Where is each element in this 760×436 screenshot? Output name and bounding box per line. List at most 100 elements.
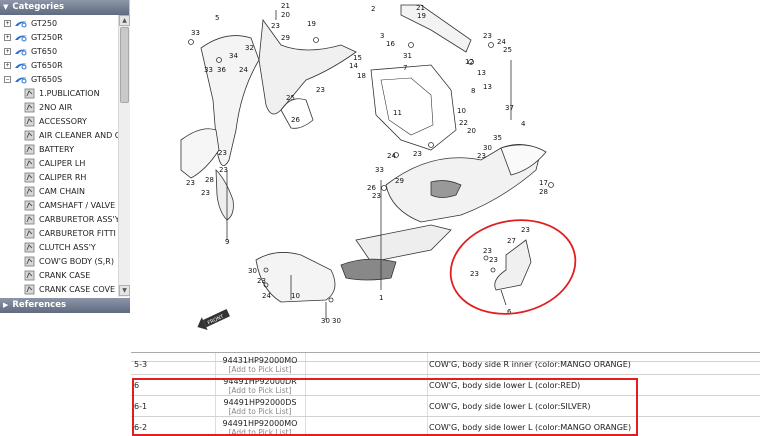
diagram-callout: 18	[357, 72, 366, 80]
diagram-callout: 21	[281, 2, 290, 10]
diagram-callout: 13	[477, 69, 486, 77]
diagram-part-outline	[355, 224, 452, 263]
expand-plus-icon[interactable]: +	[4, 34, 11, 41]
diagram-callout: 24	[239, 66, 248, 74]
part-icon	[24, 158, 35, 169]
expand-arrow-icon[interactable]: ▶	[3, 301, 9, 309]
tree-subitem-label[interactable]: CRANK CASE	[39, 271, 91, 280]
tree-subitem[interactable]: CAMSHAFT / VALVE	[24, 199, 115, 212]
categories-header[interactable]: ▼ Categories	[0, 0, 129, 15]
bolt-marker	[188, 39, 194, 45]
part-icon	[24, 144, 35, 155]
tree-subitem-label[interactable]: 2NO AIR	[39, 103, 73, 112]
tree-subitem[interactable]: 1.PUBLICATION	[24, 87, 100, 100]
references-title: References	[12, 300, 67, 310]
ref-cell: 6-1	[134, 402, 148, 411]
tree-model-gt250[interactable]: + GT250	[0, 17, 57, 30]
add-to-pick-list-link[interactable]: [Add to Pick List]	[228, 386, 292, 395]
part-icon	[24, 102, 35, 113]
diagram-callout: 3	[380, 32, 384, 40]
diagram-callout: 23	[271, 22, 280, 30]
tree-subitem[interactable]: CARBURETOR ASS'Y	[24, 213, 118, 226]
add-to-pick-list-link[interactable]: [Add to Pick List]	[228, 428, 292, 436]
tree-subitem[interactable]: 2NO AIR	[24, 101, 72, 114]
tree-subitem-label[interactable]: COW'G BODY (S,R)	[39, 257, 114, 266]
tree-model-label[interactable]: GT650S	[31, 75, 63, 84]
diagram-callout: 14	[349, 62, 358, 70]
diagram-callout: 29	[395, 177, 404, 185]
leader-line	[500, 289, 507, 306]
scroll-down-icon[interactable]: ▼	[119, 285, 130, 296]
diagram-callout: 21	[416, 4, 425, 12]
tree-subitem-label[interactable]: CAMSHAFT / VALVE	[39, 201, 116, 210]
diagram-callout: 7	[403, 64, 407, 72]
tree-subitem-label[interactable]: CARBURETOR FITTI	[39, 229, 116, 238]
exploded-view-drawing: 5 21 20 23 19 29 33 34 32 33 36 24 23 25…	[180, 2, 577, 330]
diagram-callout: 22	[459, 119, 468, 127]
ref-cell: 6	[134, 381, 140, 390]
collapse-minus-icon[interactable]: −	[4, 76, 11, 83]
tree-model-label[interactable]: GT650R	[31, 61, 63, 70]
diagram-callout: 1	[379, 294, 383, 302]
tree-subitem[interactable]: CALIPER LH	[24, 157, 85, 170]
description-cell: COW'G, body side lower L (color:MANGO OR…	[429, 423, 632, 432]
part-icon	[24, 88, 35, 99]
description-cell: COW'G, body side R inner (color:MANGO OR…	[429, 360, 631, 369]
tree-subitem-label[interactable]: CARBURETOR ASS'Y	[39, 215, 118, 224]
tree-subitem[interactable]: AIR CLEANER AND C	[24, 129, 118, 142]
tree-subitem[interactable]: ACCESSORY	[24, 115, 87, 128]
expand-plus-icon[interactable]: +	[4, 48, 11, 55]
collapse-arrow-icon[interactable]: ▼	[3, 3, 9, 11]
tree-model-label[interactable]: GT650	[31, 47, 58, 56]
expand-plus-icon[interactable]: +	[4, 20, 11, 27]
tree-model-gt650r[interactable]: + GT650R	[0, 59, 63, 72]
tree-subitem-label[interactable]: CAM CHAIN	[39, 187, 85, 196]
tree-model-gt650s[interactable]: − GT650S	[0, 73, 62, 86]
tree-subitem[interactable]: CRANK CASE	[24, 269, 90, 282]
tree-subitem[interactable]: CLUTCH ASS'Y	[24, 241, 96, 254]
diagram-callout: 23	[483, 32, 492, 40]
tree-subitem-label[interactable]: CALIPER RH	[39, 173, 87, 182]
tree-subitem[interactable]: CRANK CASE COVE	[24, 283, 115, 296]
tree-subitem-label[interactable]: ACCESSORY	[39, 117, 87, 126]
diagram-callout: 34	[229, 52, 238, 60]
tree-subitem[interactable]: CAM CHAIN	[24, 185, 85, 198]
part-icon	[24, 172, 35, 183]
scroll-up-icon[interactable]: ▲	[119, 15, 130, 26]
diagram-part-outline	[215, 168, 234, 221]
part-icon	[24, 270, 35, 281]
sidebar-scrollbar[interactable]: ▲ ▼	[118, 15, 130, 297]
tree-subitem-label[interactable]: BATTERY	[39, 145, 74, 154]
tree-model-label[interactable]: GT250R	[31, 33, 63, 42]
add-to-pick-list-link[interactable]: [Add to Pick List]	[228, 365, 292, 374]
tree-subitem-label[interactable]: 1.PUBLICATION	[39, 89, 100, 98]
tree-model-gt650[interactable]: + GT650	[0, 45, 57, 58]
diagram-callout: 12	[465, 58, 474, 66]
scrollbar-thumb[interactable]	[120, 27, 129, 103]
diagram-callout: 2	[371, 5, 375, 13]
diagram-callout: 23	[477, 152, 486, 160]
diagram-callout: 9	[225, 238, 229, 246]
expand-plus-icon[interactable]: +	[4, 62, 11, 69]
diagram-callout: 23	[372, 192, 381, 200]
tree-model-label[interactable]: GT250	[31, 19, 58, 28]
tree-subitem[interactable]: CALIPER RH	[24, 171, 86, 184]
tree-subitem[interactable]: CARBURETOR FITTI	[24, 227, 116, 240]
categories-title: Categories	[12, 2, 65, 12]
tree-model-gt250r[interactable]: + GT250R	[0, 31, 63, 44]
tree-subitem[interactable]: COW'G BODY (S,R)	[24, 255, 114, 268]
add-to-pick-list-link[interactable]: [Add to Pick List]	[228, 407, 292, 416]
tree-subitem-label[interactable]: CRANK CASE COVE	[39, 285, 116, 294]
references-header[interactable]: ▶ References	[0, 298, 130, 313]
part-number-cell: 94431HP92000MO [Add to Pick List]	[217, 356, 303, 374]
diagram-callout: 25	[286, 94, 295, 102]
diagram-callout: 37	[505, 104, 514, 112]
part-icon	[24, 228, 35, 239]
tree-subitem[interactable]: BATTERY	[24, 143, 74, 156]
bolt-marker	[468, 59, 474, 65]
tree-subitem-label[interactable]: CLUTCH ASS'Y	[39, 243, 96, 252]
tree-subitem-label[interactable]: CALIPER LH	[39, 159, 86, 168]
tree-subitem-label[interactable]: AIR CLEANER AND C	[39, 131, 118, 140]
model-logo-icon	[15, 49, 27, 55]
diagram-callout: 30	[248, 267, 257, 275]
